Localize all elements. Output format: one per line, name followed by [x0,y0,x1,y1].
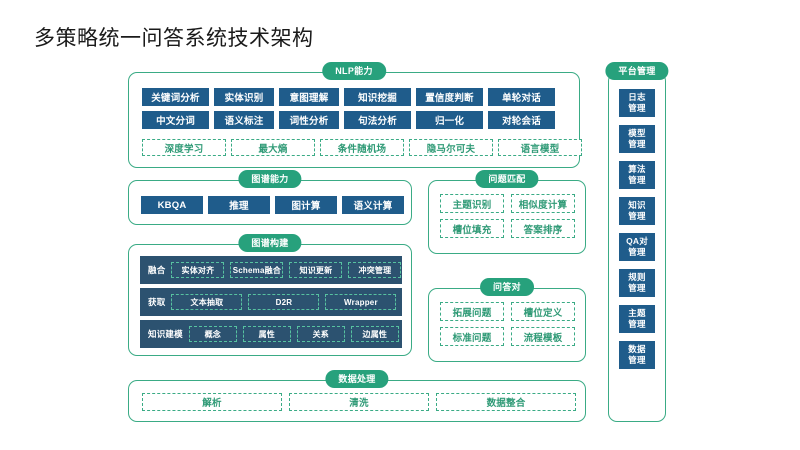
chip-answer-ranking[interactable]: 答案排序 [511,219,575,238]
chip-similarity-computation[interactable]: 相似度计算 [511,194,575,213]
chip-graph-computing[interactable]: 图计算 [275,196,337,214]
group-question-matching: 问题匹配 主题识别 相似度计算 槽位填充 答案排序 [428,170,586,254]
chip-knowledge-mining[interactable]: 知识挖掘 [344,88,411,106]
group-caption-data-processing: 数据处理 [325,370,389,388]
chip-standard-question[interactable]: 标准问题 [440,327,504,346]
sidebar-item-knowledge-management[interactable]: 知识 管理 [619,197,655,225]
chip-cleaning[interactable]: 清洗 [289,393,429,411]
chip-normalization[interactable]: 归一化 [416,111,483,129]
group-caption-question-matching: 问题匹配 [475,170,539,188]
chip-relation[interactable]: 关系 [296,326,345,342]
chip-text-extraction[interactable]: 文本抽取 [171,294,243,310]
band-acquisition: 获取 文本抽取 D2R Wrapper [140,288,402,316]
sidebar-item-algorithm-management[interactable]: 算法 管理 [619,161,655,189]
band-fusion: 融合 实体对齐 Schema融合 知识更新 冲突管理 [140,256,402,284]
group-kg-ability: 图谱能力 KBQA 推理 图计算 语义计算 [128,170,412,225]
kg-ability-row: KBQA 推理 图计算 语义计算 [141,196,404,214]
chip-max-entropy[interactable]: 最大熵 [231,139,315,156]
group-data-processing: 数据处理 解析 清洗 数据整合 [128,370,586,422]
chip-conflict-management[interactable]: 冲突管理 [348,262,402,278]
chip-multi-turn-dialog[interactable]: 对轮会话 [488,111,555,129]
chip-wrapper[interactable]: Wrapper [325,294,397,310]
chip-schema-fusion[interactable]: Schema融合 [230,262,284,278]
chip-slot-filling[interactable]: 槽位填充 [440,219,504,238]
group-caption-platform-management: 平台管理 [605,62,669,80]
chip-semantic-computing[interactable]: 语义计算 [342,196,404,214]
sidebar-item-rule-management[interactable]: 规则 管理 [619,269,655,297]
chip-semantic-annotation[interactable]: 语义标注 [214,111,274,129]
question-matching-grid: 主题识别 相似度计算 槽位填充 答案排序 [440,194,575,238]
chip-parsing[interactable]: 解析 [142,393,282,411]
chip-intent-understanding[interactable]: 意图理解 [279,88,339,106]
nlp-row-3: 深度学习 最大熵 条件随机场 隐马尔可夫 语言模型 [142,139,582,156]
chip-data-integration[interactable]: 数据整合 [436,393,576,411]
group-caption-kg-ability: 图谱能力 [238,170,302,188]
chip-d2r[interactable]: D2R [248,294,320,310]
qa-pair-grid: 拓展问题 槽位定义 标准问题 流程模板 [440,302,575,346]
group-nlp-ability: NLP能力 关键词分析 实体识别 意图理解 知识挖掘 置信度判断 单轮对话 中文… [128,62,582,168]
sidebar-item-log-management[interactable]: 日志 管理 [619,89,655,117]
chip-keyword-analysis[interactable]: 关键词分析 [142,88,209,106]
page-title: 多策略统一问答系统技术架构 [34,27,314,50]
chip-single-turn-dialog[interactable]: 单轮对话 [488,88,555,106]
chip-confidence-judgement[interactable]: 置信度判断 [416,88,483,106]
chip-extended-question[interactable]: 拓展问题 [440,302,504,321]
chip-crf[interactable]: 条件随机场 [320,139,404,156]
group-caption-kg-construction: 图谱构建 [238,234,302,252]
chip-deep-learning[interactable]: 深度学习 [142,139,226,156]
sidebar-item-topic-management[interactable]: 主题 管理 [619,305,655,333]
group-caption-qa-pair: 问答对 [480,278,534,296]
chip-chinese-segmentation[interactable]: 中文分词 [142,111,209,129]
chip-pos-analysis[interactable]: 词性分析 [279,111,339,129]
chip-hmm[interactable]: 隐马尔可夫 [409,139,493,156]
group-qa-pair: 问答对 拓展问题 槽位定义 标准问题 流程模板 [428,278,586,362]
sidebar-item-qa-pair-management[interactable]: QA对 管理 [619,233,655,261]
chip-entity-recognition[interactable]: 实体识别 [214,88,274,106]
chip-process-template[interactable]: 流程模板 [511,327,575,346]
chip-kbqa[interactable]: KBQA [141,196,203,214]
chip-entity-alignment[interactable]: 实体对齐 [171,262,225,278]
group-kg-construction: 图谱构建 融合 实体对齐 Schema融合 知识更新 冲突管理 获取 文本抽取 … [128,234,412,356]
chip-knowledge-update[interactable]: 知识更新 [289,262,343,278]
chip-reasoning[interactable]: 推理 [208,196,270,214]
band-label-fusion: 融合 [148,265,166,275]
platform-management-list: 日志 管理 模型 管理 算法 管理 知识 管理 QA对 管理 规则 管理 主题 … [609,89,665,369]
chip-attribute[interactable]: 属性 [242,326,291,342]
sidebar-item-data-management[interactable]: 数据 管理 [619,341,655,369]
chip-concept[interactable]: 概念 [188,326,237,342]
nlp-row-2: 中文分词 语义标注 词性分析 句法分析 归一化 对轮会话 [142,111,555,129]
chip-slot-definition[interactable]: 槽位定义 [511,302,575,321]
band-label-knowledge-modeling: 知识建模 [148,329,183,339]
chip-topic-recognition[interactable]: 主题识别 [440,194,504,213]
chip-syntax-analysis[interactable]: 句法分析 [344,111,411,129]
nlp-row-1: 关键词分析 实体识别 意图理解 知识挖掘 置信度判断 单轮对话 [142,88,555,106]
group-platform-management: 平台管理 日志 管理 模型 管理 算法 管理 知识 管理 QA对 管理 规则 管… [605,62,669,422]
band-knowledge-modeling: 知识建模 概念 属性 关系 边属性 [140,320,402,348]
group-caption-nlp: NLP能力 [322,62,386,80]
band-label-acquisition: 获取 [148,297,166,307]
chip-edge-attribute[interactable]: 边属性 [350,326,399,342]
chip-language-model[interactable]: 语言模型 [498,139,582,156]
sidebar-item-model-management[interactable]: 模型 管理 [619,125,655,153]
data-processing-row: 解析 清洗 数据整合 [142,393,576,411]
